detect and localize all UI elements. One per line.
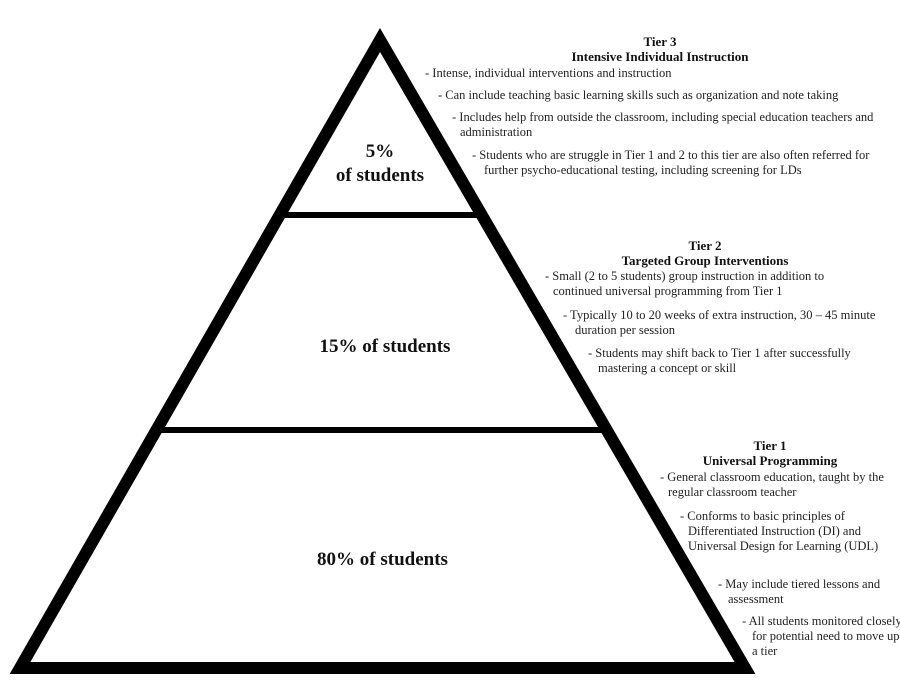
tier2-title: Tier 2 [688, 238, 722, 253]
tier3-title: Tier 3 [643, 34, 677, 49]
tier3-subtitle: Intensive Individual Instruction [571, 49, 749, 64]
tier1-bullet-3: - May include tiered lessons and assessm… [718, 577, 881, 606]
tier3-bullet-1: - Intense, individual interventions and … [425, 66, 672, 80]
tier1-header: Tier 1 Universal Programming [690, 438, 850, 468]
tier3-bullet-3: - Includes help from outside the classro… [452, 110, 874, 139]
tier2-percent-label: 15% of students [280, 335, 490, 359]
pyramid-outline [9, 27, 756, 674]
tier3-bullet-4: - Students who are struggle in Tier 1 an… [472, 148, 870, 177]
tier1-percent-label: 80% of students [275, 548, 490, 572]
tier1-subtitle: Universal Programming [702, 453, 838, 468]
tier2-bullet-2: - Typically 10 to 20 weeks of extra inst… [563, 308, 876, 337]
tier1-bullet-4: - All students monitored closely for pot… [742, 614, 900, 658]
tier1-bullet-1: - General classroom education, taught by… [660, 470, 884, 499]
tier3-bullet-2: - Can include teaching basic learning sk… [438, 88, 839, 102]
tier1-title: Tier 1 [753, 438, 787, 453]
tier1-percent-line-1: 80% of students [317, 549, 448, 570]
tier3-header: Tier 3 Intensive Individual Instruction [520, 34, 800, 64]
tier3-percent-line-2: of students [335, 165, 425, 186]
tier2-bullet-1: - Small (2 to 5 students) group instruct… [545, 269, 825, 298]
tier2-percent-line-1: 15% of students [319, 336, 451, 357]
tier1-bullet-2: - Conforms to basic principles of Differ… [680, 509, 879, 553]
tier3-percent-label: 5% of students [300, 140, 460, 188]
tier2-header: Tier 2 Targeted Group Interventions [590, 238, 820, 268]
tier2-bullet-3: - Students may shift back to Tier 1 afte… [588, 346, 851, 375]
tier2-subtitle: Targeted Group Interventions [621, 253, 789, 268]
tier3-percent-line-1: 5% [365, 141, 395, 162]
